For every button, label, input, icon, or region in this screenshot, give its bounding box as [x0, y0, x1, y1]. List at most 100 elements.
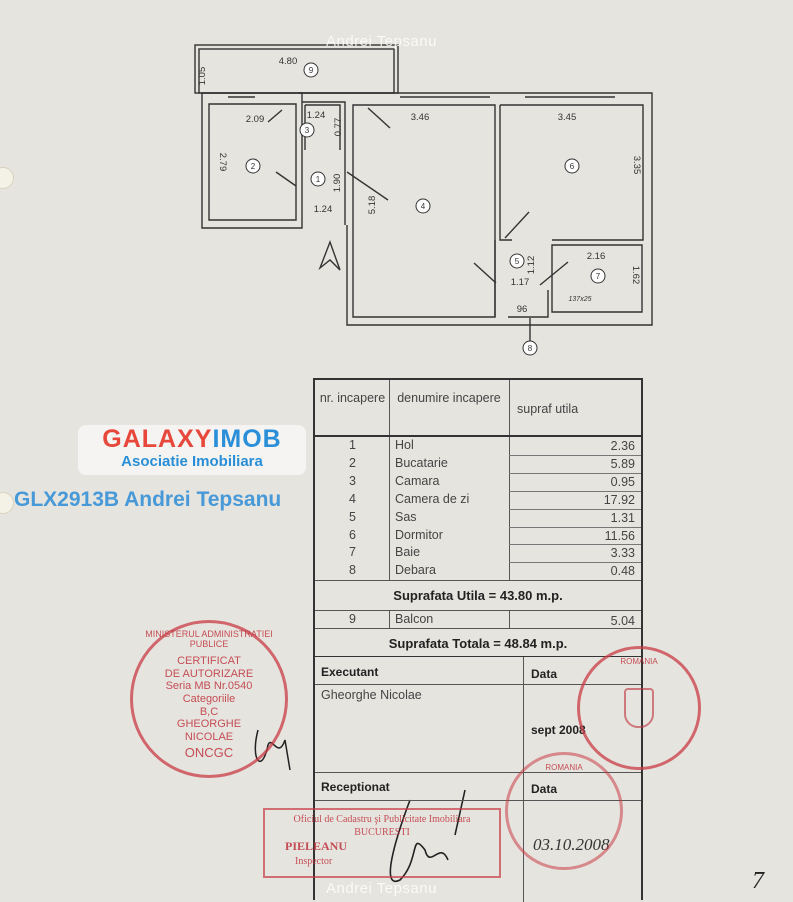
- authorization-stamp: MINISTERUL ADMINISTRATIEI PUBLICE CERTIF…: [130, 620, 288, 778]
- stamp-text: ROMANIA: [620, 657, 658, 666]
- punch-hole: [0, 492, 14, 514]
- logo-text: GALAXY: [102, 425, 213, 453]
- dimension-label: 1.05: [197, 67, 208, 86]
- grand-total: Suprafata Totala = 48.84 m.p.: [388, 636, 568, 651]
- stamp-line: DE AUTORIZARE: [164, 667, 254, 680]
- kitchen-walls: [201, 92, 303, 229]
- row-name: Dormitor: [395, 527, 443, 542]
- logo-text: IMOB: [212, 425, 282, 453]
- dimension-label: 1.90: [332, 174, 343, 193]
- north-arrow-icon: [318, 239, 341, 271]
- row-divider: [509, 562, 641, 564]
- dimension-label: 1.62: [630, 266, 641, 285]
- dimension-label: 3.45: [558, 112, 577, 123]
- receptionat-label: Receptionat: [321, 780, 390, 794]
- official-stamp-top: ROMANIA: [577, 646, 701, 770]
- row-name: Camara: [395, 473, 440, 488]
- executant-date: sept 2008: [531, 723, 586, 737]
- row-divider: [509, 526, 641, 528]
- cadastre-stamp: Oficiul de Cadastru şi Publicitate Imobi…: [263, 808, 501, 878]
- dimension-label: 3.35: [631, 156, 642, 175]
- row-name: Bucatarie: [395, 455, 448, 470]
- dimension-label: 2.16: [587, 251, 606, 262]
- stamp-line: Inspector: [295, 855, 333, 867]
- dimension-label: 137x25: [569, 296, 592, 303]
- dimension-label: 5.18: [367, 196, 378, 215]
- galaxy-imob-logo: GALAXYIMOB Asociatie Imobiliara: [78, 425, 306, 475]
- row-divider: [509, 508, 641, 510]
- dimension-label: 0.77: [333, 118, 344, 137]
- dimension-label: 1.12: [526, 256, 537, 275]
- header-name: denumire incapere: [397, 391, 501, 405]
- balcony-nr: 9: [349, 612, 356, 626]
- stamp-line: GHEORGHE: [176, 718, 242, 731]
- row-divider: [509, 472, 641, 474]
- room-number: 8: [528, 344, 533, 353]
- listing-code-watermark: GLX2913B Andrei Tepsanu: [14, 488, 282, 511]
- dimension-label: 96: [517, 304, 528, 315]
- dimension-label: 1.24: [314, 204, 333, 215]
- apartment-outer-wall: [298, 92, 653, 326]
- stamp-line: PIELEANU: [285, 839, 348, 853]
- floor-plan: 1 2 3 4 5 6 7 8 9 4.80 1.05 2.09 2.79 1.…: [194, 44, 653, 356]
- row-name: Debara: [395, 563, 436, 578]
- stamp-line: Categoriile: [182, 692, 236, 705]
- row-nr: 5: [349, 509, 356, 524]
- row-area: 0.48: [610, 564, 635, 579]
- row-nr: 8: [349, 563, 356, 578]
- dimension-label: 2.09: [246, 114, 265, 125]
- watermark-text: Andrei Tepsanu: [326, 880, 437, 897]
- row-area: 17.92: [603, 492, 635, 507]
- dimension-label: 1.24: [307, 110, 326, 121]
- stamp-text: ROMANIA: [545, 763, 583, 772]
- stamp-line: Oficiul de Cadastru şi Publicitate Imobi…: [293, 814, 471, 825]
- balcony-name: Balcon: [395, 612, 434, 626]
- row-area: 3.33: [610, 546, 635, 561]
- executant-name: Gheorghe Nicolae: [321, 688, 422, 702]
- row-divider: [509, 454, 641, 456]
- row-divider: [509, 544, 641, 546]
- row-nr: 1: [349, 438, 356, 452]
- row-nr: 6: [349, 527, 356, 542]
- room-number: 9: [309, 66, 314, 75]
- stamp-line: BUCURESTI: [354, 827, 410, 838]
- row-nr: 2: [349, 455, 356, 470]
- stamp-ring-text: MINISTERUL ADMINISTRATIEI PUBLICE: [145, 629, 273, 650]
- stamp-line: Seria MB Nr.0540: [165, 680, 253, 693]
- dimension-label: 4.80: [279, 56, 298, 67]
- row-name: Sas: [395, 509, 417, 524]
- row-area: 2.36: [610, 439, 635, 453]
- coat-of-arms-icon: [624, 688, 654, 729]
- row-name: Camera de zi: [395, 491, 470, 506]
- row-area: 1.31: [610, 510, 635, 525]
- stamp-line: B,C: [199, 705, 219, 718]
- stamp-line: NICOLAE: [184, 730, 234, 743]
- row-area: 11.56: [604, 528, 635, 543]
- row-area: 5.89: [610, 456, 635, 471]
- bathroom-walls: [551, 244, 643, 313]
- room-number: 3: [305, 126, 310, 135]
- util-total: Suprafata Utila = 43.80 m.p.: [393, 588, 563, 603]
- stamp-line: CERTIFICAT: [177, 655, 241, 667]
- executant-label: Executant: [321, 665, 379, 679]
- room-number: 1: [316, 175, 321, 184]
- official-stamp-bottom: ROMANIA: [505, 752, 623, 870]
- balcony-outline: [194, 44, 399, 94]
- watermark-text: Andrei Tepsanu: [326, 33, 437, 50]
- header-nr: nr. incapere: [319, 391, 386, 405]
- dimension-label: 3.46: [411, 112, 430, 123]
- room-number: 7: [596, 272, 601, 281]
- room-number: 5: [515, 257, 520, 266]
- room-number: 4: [421, 202, 426, 211]
- dimension-label: 1.17: [511, 277, 530, 288]
- logo-subtitle: Asociatie Imobiliara: [121, 453, 263, 470]
- stamp-line: ONCGC: [184, 745, 234, 761]
- dimension-label: 2.79: [217, 153, 228, 172]
- data-label: Data: [531, 667, 558, 681]
- row-area: 0.95: [610, 474, 635, 489]
- bedroom-walls: [499, 104, 644, 241]
- row-name: Hol: [395, 438, 414, 452]
- row-nr: 7: [349, 545, 356, 560]
- balcony-area: 5.04: [610, 614, 635, 628]
- page-number: 7: [752, 868, 764, 894]
